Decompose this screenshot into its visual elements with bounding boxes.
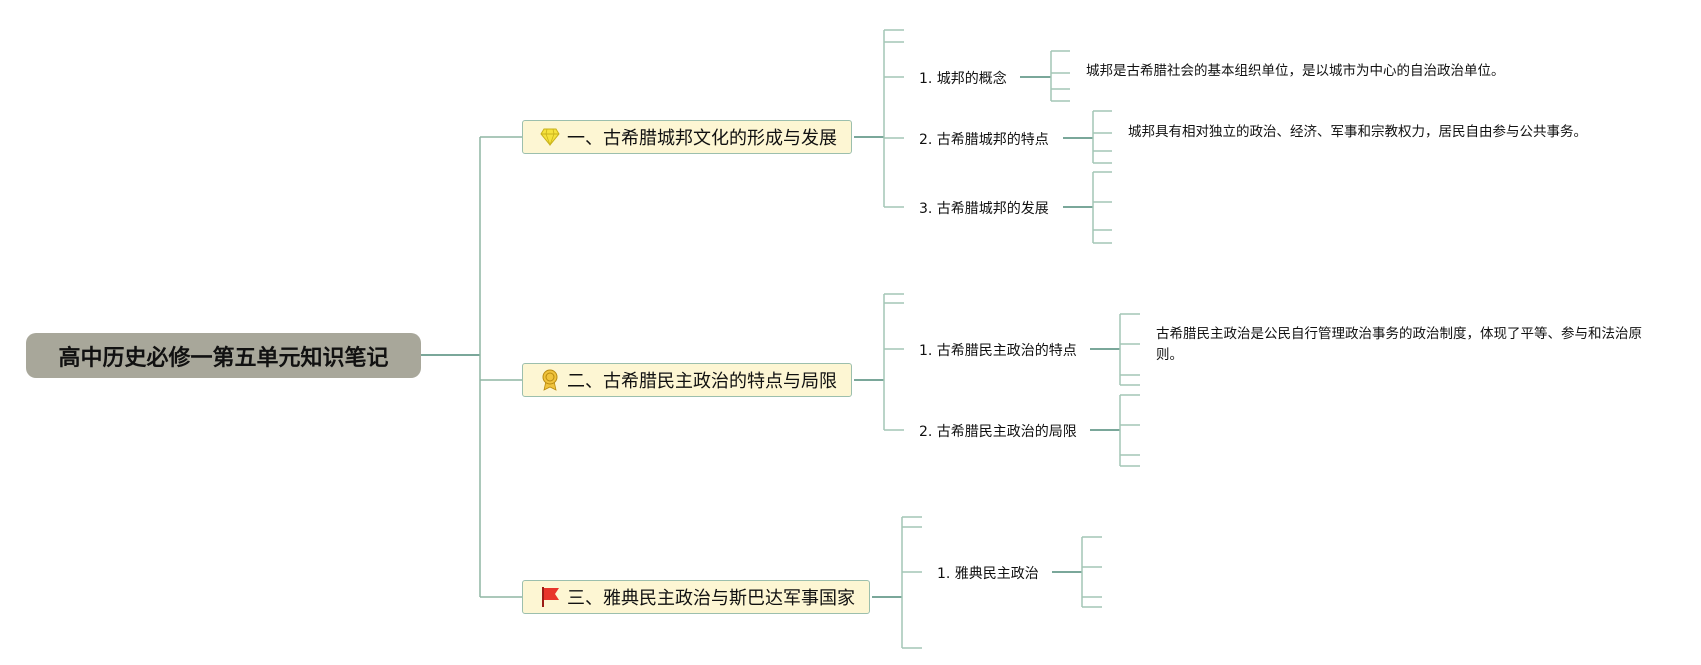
subtopic-1-1[interactable]: 1. 城邦的概念: [919, 71, 1007, 87]
topic-3-label: 三、雅典民主政治与斯巴达军事国家: [567, 588, 855, 609]
detail-1-1[interactable]: 城邦是古希腊社会的基本组织单位，是以城市为中心的自治政治单位。: [1086, 63, 1505, 79]
topic-3[interactable]: 三、雅典民主政治与斯巴达军事国家: [522, 580, 870, 614]
topic-2-label: 二、古希腊民主政治的特点与局限: [567, 371, 837, 392]
red-flag-icon: [539, 586, 561, 608]
subtopic-2-1[interactable]: 1. 古希腊民主政治的特点: [919, 343, 1077, 359]
subtopic-1-3[interactable]: 3. 古希腊城邦的发展: [919, 201, 1049, 217]
topic-1-label: 一、古希腊城邦文化的形成与发展: [567, 128, 837, 149]
detail-2-1[interactable]: 古希腊民主政治是公民自行管理政治事务的政治制度，体现了平等、参与和法治原则。: [1156, 326, 1642, 363]
topic-2[interactable]: 二、古希腊民主政治的特点与局限: [522, 363, 852, 397]
diamond-icon: [539, 126, 561, 148]
subtopic-2-2[interactable]: 2. 古希腊民主政治的局限: [919, 424, 1077, 440]
root-topic[interactable]: 高中历史必修一第五单元知识笔记: [26, 333, 421, 378]
detail-1-2[interactable]: 城邦具有相对独立的政治、经济、军事和宗教权力，居民自由参与公共事务。: [1128, 124, 1587, 140]
award-ribbon-icon: [539, 369, 561, 391]
subtopic-1-2[interactable]: 2. 古希腊城邦的特点: [919, 132, 1049, 148]
subtopic-3-1[interactable]: 1. 雅典民主政治: [937, 566, 1039, 582]
topic-1[interactable]: 一、古希腊城邦文化的形成与发展: [522, 120, 852, 154]
root-title: 高中历史必修一第五单元知识笔记: [58, 345, 389, 371]
